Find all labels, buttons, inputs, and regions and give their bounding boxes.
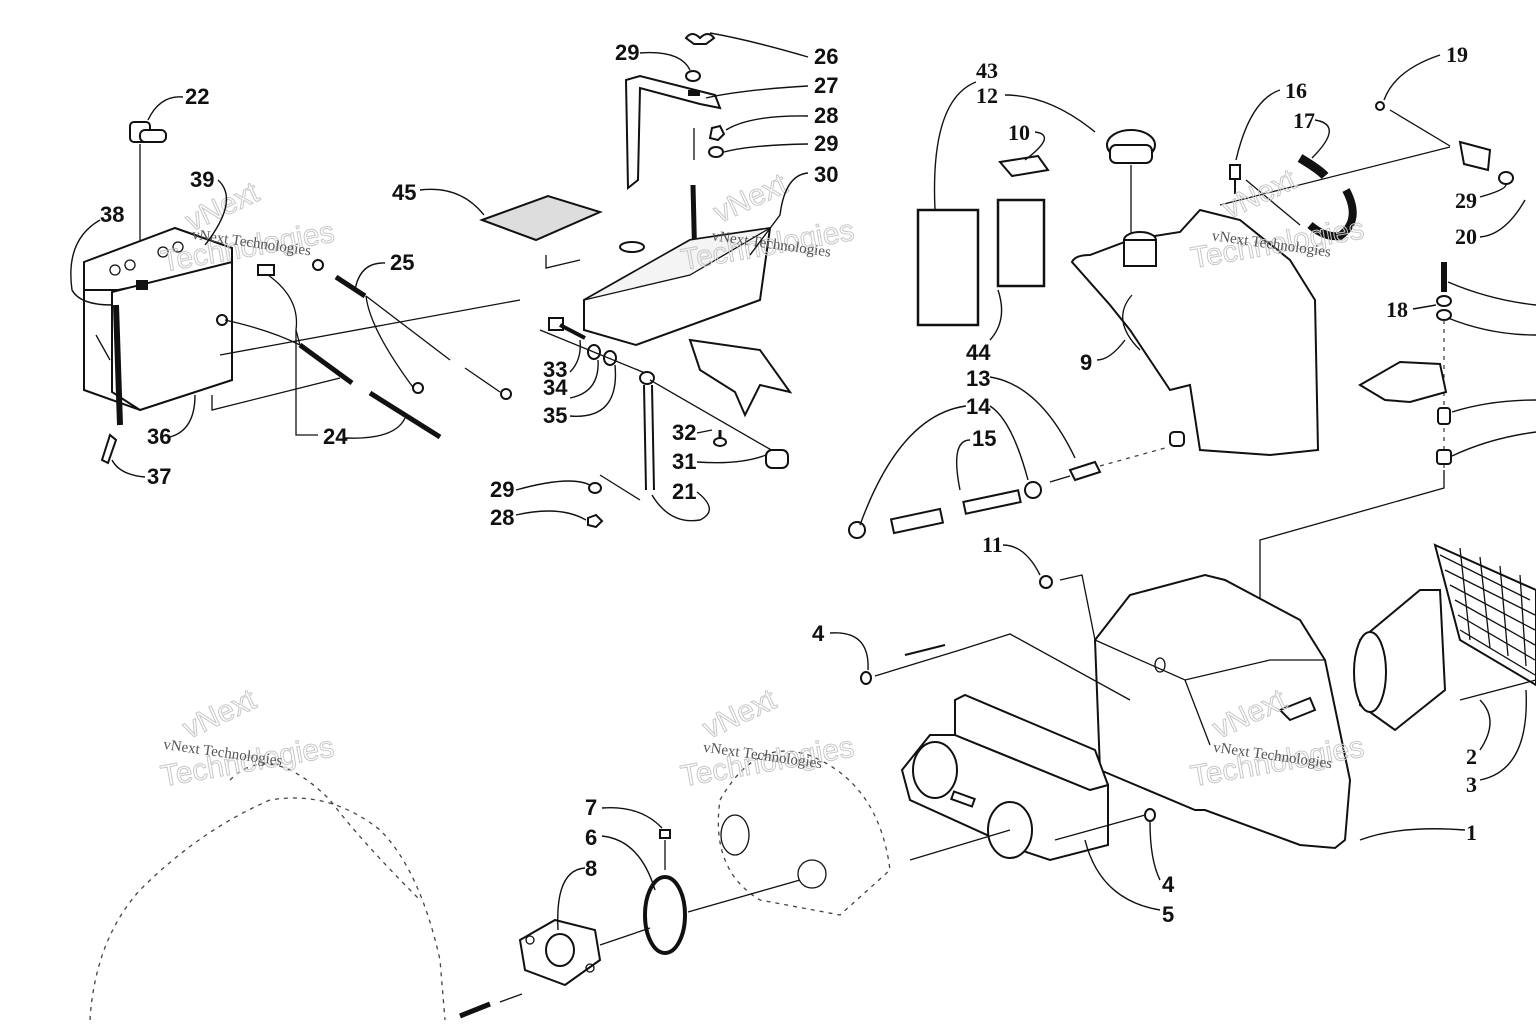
callout-14: 14 [966, 394, 991, 419]
callout-44: 44 [966, 340, 991, 365]
callout-7: 7 [585, 795, 597, 820]
callout-4-top: 4 [812, 621, 825, 646]
callout-17: 17 [1293, 108, 1315, 133]
callout-29-bottom: 29 [490, 477, 514, 502]
callout-28-bottom: 28 [490, 505, 514, 530]
engine-group [89, 750, 1011, 1021]
callout-29-right: 29 [1455, 188, 1477, 213]
screen-mesh [1433, 543, 1536, 687]
callout-27: 27 [814, 73, 838, 98]
callout-6: 6 [585, 825, 597, 850]
callout-5: 5 [1162, 902, 1174, 927]
callout-33: 33 [543, 357, 567, 382]
callout-10: 10 [1008, 120, 1030, 145]
callout-35: 35 [543, 403, 567, 428]
callout-26: 26 [814, 44, 838, 69]
callout-25: 25 [390, 250, 414, 275]
callout-group: 22 39 38 25 36 24 37 45 29 26 27 28 29 3… [70, 32, 1536, 931]
callout-24: 24 [323, 424, 348, 449]
callout-45: 45 [392, 180, 416, 205]
battery-bracket-group [479, 33, 793, 529]
callout-29-top: 29 [615, 40, 639, 65]
callout-32: 32 [672, 420, 696, 445]
svg-text:vNext: vNext [709, 167, 793, 230]
callout-12: 12 [976, 83, 998, 108]
air-silencer-group [860, 543, 1536, 862]
callout-28-top: 28 [814, 103, 838, 128]
oil-tank-group [848, 101, 1514, 620]
callout-31: 31 [672, 449, 696, 474]
callout-34: 34 [543, 375, 568, 400]
callout-22: 22 [185, 84, 209, 109]
callout-2: 2 [1466, 744, 1477, 769]
callout-16: 16 [1285, 78, 1307, 103]
watermark: vNext Technologies vNext Technologies [678, 682, 857, 793]
callout-36: 36 [147, 424, 171, 449]
callout-19: 19 [1446, 42, 1468, 67]
callout-1: 1 [1466, 820, 1477, 845]
callout-13: 13 [966, 366, 990, 391]
callout-38: 38 [100, 202, 124, 227]
callout-29-mid: 29 [814, 131, 838, 156]
callout-9: 9 [1080, 350, 1092, 375]
callout-18: 18 [1386, 297, 1408, 322]
battery-group [83, 121, 521, 465]
callout-11: 11 [982, 532, 1003, 557]
watermark: vNext Technologies vNext Technologies [158, 682, 337, 793]
callout-30: 30 [814, 162, 838, 187]
callout-4-bottom: 4 [1162, 872, 1175, 897]
battery-part [83, 226, 233, 412]
callout-3: 3 [1466, 772, 1477, 797]
svg-text:vNext: vNext [698, 683, 782, 746]
watermark: vNext Technologies vNext Technologies [158, 175, 337, 279]
callout-43: 43 [976, 58, 998, 83]
callout-21: 21 [672, 479, 696, 504]
callout-8: 8 [585, 856, 597, 881]
callout-15: 15 [972, 426, 996, 451]
svg-text:vNext: vNext [178, 683, 262, 746]
callout-39: 39 [190, 167, 214, 192]
callout-37: 37 [147, 464, 171, 489]
callout-20: 20 [1455, 224, 1477, 249]
